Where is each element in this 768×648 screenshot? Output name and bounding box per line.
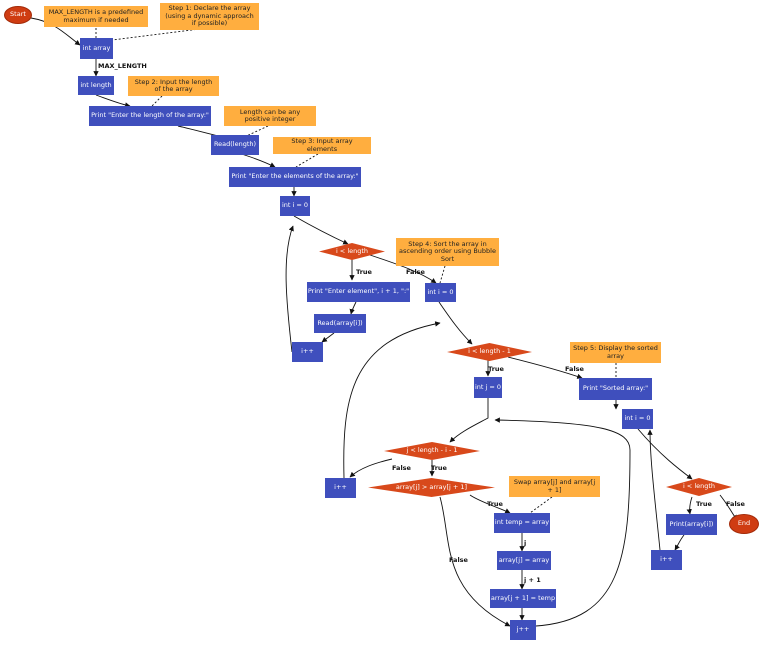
decision-label: i < length: [335, 246, 369, 255]
note-length-positive: Length can be any positive integer: [224, 106, 316, 126]
process-int-i0-sort: int i = 0: [425, 283, 456, 302]
process-print-array-i: Print(array[i]): [666, 514, 717, 535]
process-inc-i-display: i++: [651, 550, 682, 570]
note-step3: Step 3: Input array elements: [273, 137, 371, 154]
start-node: Start: [4, 6, 32, 24]
process-inc-i-input: i++: [292, 342, 323, 362]
edge-label-true-swap: True: [487, 500, 503, 508]
decision-label: j < length - i - 1: [406, 446, 458, 455]
decision-i-length-input: i < length: [319, 243, 385, 260]
decision-label: array[j] > array[j + 1]: [395, 482, 468, 491]
decision-shape: [319, 243, 385, 260]
edge-label-false-outer: False: [565, 365, 584, 373]
process-array-j-assign: array[j] = array: [497, 551, 551, 570]
process-inc-j: j++: [510, 620, 536, 640]
process-int-length: int length: [78, 76, 114, 95]
decision-shape: [384, 442, 480, 460]
process-array-j1-assign: array[j + 1] = temp: [490, 589, 556, 608]
edge-label-true-inner: True: [431, 464, 447, 472]
note-swap: Swap array[j] and array[j + 1]: [509, 476, 600, 497]
note-max-length: MAX_LENGTH is a predefined maximum if ne…: [44, 6, 148, 27]
edge-label-false-swap: False: [449, 556, 468, 564]
process-temp-assign: int temp = array: [494, 513, 550, 533]
process-print-elements: Print "Enter the elements of the array:": [229, 167, 361, 187]
process-print-element: Print "Enter element", i + 1, ":": [307, 282, 410, 302]
decision-i-length-minus1: i < length - 1: [447, 343, 532, 361]
decision-j-length: j < length - i - 1: [384, 442, 480, 460]
decision-shape: [666, 478, 732, 496]
edge-label-j: j: [524, 539, 527, 547]
edge-label-false-input: False: [406, 268, 425, 276]
process-print-sorted: Print "Sorted array:": [579, 378, 652, 400]
decision-label: i < length: [682, 482, 716, 491]
edge-label-true-outer: True: [488, 365, 504, 373]
edge-label-max-length: MAX_LENGTH: [98, 62, 147, 70]
decision-label: i < length - 1: [468, 347, 511, 356]
edge-label-false-inner: False: [392, 464, 411, 472]
decision-shape: [447, 343, 532, 361]
decision-swap: array[j] > array[j + 1]: [368, 478, 495, 497]
edge-label-j-plus-1: j + 1: [524, 576, 541, 584]
end-node: End: [729, 514, 759, 534]
process-inc-i-sort: i++: [325, 478, 356, 498]
note-step1: Step 1: Declare the array (using a dynam…: [160, 3, 259, 30]
process-read-array-i: Read(array[i]): [314, 314, 366, 333]
edge-label-true-display: True: [696, 500, 712, 508]
process-int-j0: int j = 0: [474, 377, 502, 398]
process-read-length: Read(length): [211, 135, 259, 155]
process-int-i0-input: int i = 0: [280, 196, 310, 216]
edge-label-true-input: True: [356, 268, 372, 276]
process-int-array: int array: [80, 38, 113, 59]
decision-i-length-display: i < length: [666, 478, 732, 496]
process-int-i0-display: int i = 0: [622, 409, 653, 429]
note-step5: Step 5: Display the sorted array: [570, 342, 661, 363]
note-step2: Step 2: Input the length of the array: [128, 76, 219, 96]
note-step4: Step 4: Sort the array in ascending orde…: [396, 238, 499, 266]
decision-shape: [368, 478, 495, 497]
edge-label-false-display: False: [726, 500, 745, 508]
process-print-length: Print "Enter the length of the array:": [89, 106, 211, 126]
